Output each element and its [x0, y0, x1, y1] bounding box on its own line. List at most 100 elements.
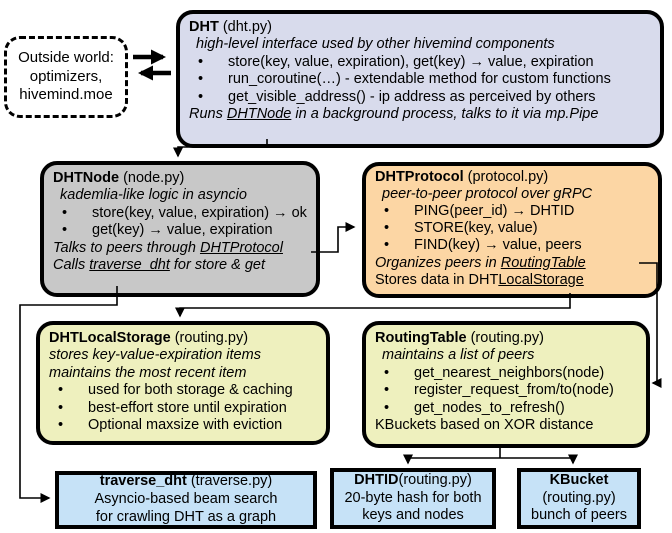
text-segment: Organizes peers in: [375, 254, 501, 271]
text-line: • used for both storage & caching: [49, 382, 317, 399]
text-segment: DHTLocalStorage: [49, 330, 171, 346]
bullet-dot-icon: •: [384, 203, 390, 220]
text-segment: store(key, value, expiration) → ok: [92, 204, 307, 221]
text-line: kademlia-like logic in asyncio: [53, 187, 307, 204]
text-segment: DHTProtocol: [375, 169, 464, 185]
text-segment: for crawling DHT as a graph: [95, 508, 277, 525]
text-segment: maintains the most recent item: [49, 364, 247, 381]
text-line: KBucket: [550, 472, 609, 490]
text-segment: keys and nodes: [362, 507, 464, 524]
text-segment: (routing.py): [466, 330, 544, 346]
text-segment: get(key) → value, expiration: [92, 222, 273, 239]
text-line: Organizes peers in RoutingTable: [375, 255, 649, 272]
bullet-text: register_request_from/to(node): [414, 382, 614, 399]
text-line: peer-to-peer protocol over gRPC: [375, 186, 649, 203]
text-segment: RoutingTable: [375, 330, 467, 346]
text-line: stores key-value-expiration items: [49, 347, 317, 364]
text-segment: STORE(key, value): [414, 220, 538, 237]
bullet-dot-icon: •: [198, 71, 204, 88]
box-dhtlocalstorage: DHTLocalStorage (routing.py)stores key-v…: [36, 321, 330, 445]
bullet-text: STORE(key, value): [414, 220, 538, 237]
text-line: bunch of peers: [531, 507, 627, 525]
text-segment: traverse_dht: [89, 256, 170, 273]
text-segment: KBuckets based on XOR distance: [375, 416, 594, 433]
box-traverse-dht: traverse_dht (traverse.py)Asyncio-based …: [55, 471, 317, 529]
box-dhtprotocol: DHTProtocol (protocol.py)peer-to-peer pr…: [362, 162, 662, 298]
text-segment: get_nearest_neighbors(node): [414, 364, 605, 381]
text-segment: DHTNode: [53, 170, 120, 186]
bullet-text: get_nodes_to_refresh(): [414, 400, 565, 417]
text-segment: FIND(key) → value, peers: [414, 237, 582, 254]
bullet-dot-icon: •: [384, 364, 390, 381]
bullet-text: used for both storage & caching: [88, 382, 293, 399]
text-segment: KBucket: [549, 471, 609, 488]
text-segment: kademlia-like logic in asyncio: [60, 187, 247, 204]
text-segment: LocalStorage: [498, 271, 584, 288]
text-line: • FIND(key) → value, peers: [375, 237, 649, 254]
text-line: • store(key, value, expiration) → ok: [53, 205, 307, 222]
text-segment: DHT: [189, 19, 219, 35]
bullet-dot-icon: •: [62, 222, 68, 239]
text-segment: RoutingTable: [500, 254, 586, 271]
text-segment: (traverse.py): [186, 473, 273, 490]
text-line: Asyncio-based beam search: [95, 491, 278, 509]
text-segment: Optional maxsize with eviction: [88, 416, 283, 433]
bullet-text: get_visible_address() - ip address as pe…: [228, 89, 596, 106]
outside-world-line: optimizers,: [29, 67, 103, 85]
text-line: (routing.py): [542, 490, 615, 508]
text-line: DHT (dht.py): [189, 19, 651, 36]
text-segment: get_visible_address() - ip address as pe…: [228, 88, 596, 105]
text-line: keys and nodes: [362, 507, 464, 525]
text-segment: (node.py): [119, 170, 185, 186]
text-segment: Asyncio-based beam search: [94, 491, 278, 508]
text-line: •get_nodes_to_refresh(): [375, 400, 637, 417]
bullet-dot-icon: •: [58, 399, 64, 416]
text-line: DHTLocalStorage (routing.py): [49, 330, 317, 347]
box-dht: DHT (dht.py)high-level interface used by…: [176, 10, 664, 148]
box-dhtnode: DHTNode (node.py)kademlia-like logic in …: [40, 161, 320, 297]
text-segment: DHTNode: [226, 105, 292, 122]
text-segment: Calls: [53, 256, 90, 273]
text-segment: store(key, value, expiration), get(key) …: [228, 53, 594, 70]
text-line: DHTID(routing.py): [354, 472, 472, 490]
text-line: RoutingTable (routing.py): [375, 330, 637, 347]
bullet-text: PING(peer_id) → DHTID: [414, 203, 574, 220]
text-segment: for store & get: [169, 256, 265, 273]
text-segment: bunch of peers: [531, 507, 627, 524]
text-segment: run_coroutine(…) - extendable method for…: [228, 71, 611, 88]
text-segment: (routing.py): [170, 330, 249, 346]
box-routingtable: RoutingTable (routing.py)maintains a lis…: [362, 321, 650, 448]
text-segment: high-level interface used by other hivem…: [196, 36, 555, 53]
outside-world-line: Outside world:: [18, 48, 114, 66]
text-segment: (protocol.py): [463, 169, 549, 185]
text-segment: (dht.py): [218, 19, 272, 35]
bullet-text: get(key) → value, expiration: [92, 222, 273, 239]
bullet-dot-icon: •: [62, 204, 68, 221]
text-segment: register_request_from/to(node): [414, 382, 614, 399]
text-line: • get_nearest_neighbors(node): [375, 365, 637, 382]
bullet-text: run_coroutine(…) - extendable method for…: [228, 71, 611, 88]
text-segment: DHTID: [354, 471, 399, 488]
bullet-text: store(key, value, expiration) → ok: [92, 205, 307, 222]
text-segment: PING(peer_id) → DHTID: [414, 203, 575, 220]
text-segment: peer-to-peer protocol over gRPC: [382, 186, 593, 203]
text-line: Runs DHTNode in a background process, ta…: [189, 106, 651, 123]
text-line: for crawling DHT as a graph: [96, 509, 276, 527]
text-line: •best-effort store until expiration: [49, 400, 317, 417]
bullet-dot-icon: •: [384, 382, 390, 399]
box-kbucket: KBucket (routing.py)bunch of peers: [517, 468, 641, 529]
bullet-text: Optional maxsize with eviction: [88, 417, 282, 434]
bullet-dot-icon: •: [384, 237, 390, 254]
bullet-dot-icon: •: [58, 382, 64, 399]
text-line: •store(key, value, expiration), get(key)…: [189, 54, 651, 71]
text-line: • PING(peer_id) → DHTID: [375, 203, 649, 220]
text-segment: 20-byte hash for both: [344, 489, 482, 506]
text-segment: maintains a list of peers: [382, 347, 535, 364]
text-line: maintains the most recent item: [49, 365, 317, 382]
text-line: high-level interface used by other hivem…: [189, 36, 651, 53]
text-line: Calls traverse_dht for store & get: [53, 257, 307, 274]
outside-world-line: hivemind.moe: [19, 86, 113, 104]
text-line: 20-byte hash for both: [344, 490, 481, 508]
